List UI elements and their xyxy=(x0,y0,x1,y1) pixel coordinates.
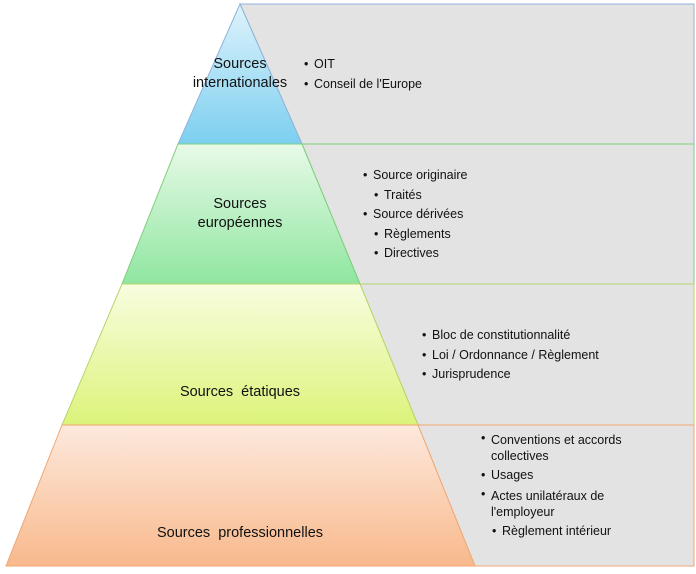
tier-label-line: Sources xyxy=(213,196,267,212)
list-item: Conseil de l'Europe xyxy=(304,75,474,95)
list-professionnelles: Conventions et accords collectives Usage… xyxy=(481,430,649,541)
list-item-sub: Traités xyxy=(374,186,523,206)
list-item: Usages xyxy=(481,466,649,486)
list-internationales: OIT Conseil de l'Europe xyxy=(304,55,474,94)
list-item: Loi / Ordonnance / Règlement xyxy=(422,346,662,366)
tier-label-professionnelles: Sources professionnelles xyxy=(120,486,360,562)
tier-professionnelles xyxy=(5,424,476,567)
tier-label-internationales: Sources internationales xyxy=(170,55,310,93)
list-etatiques: Bloc de constitutionnalité Loi / Ordonna… xyxy=(422,326,662,385)
tier-label-europeennes: Sources européennes xyxy=(160,195,320,233)
list-item: Source dérivées xyxy=(363,205,523,225)
list-item: Bloc de constitutionnalité xyxy=(422,326,662,346)
list-item-sub: Règlements xyxy=(374,225,523,245)
list-item: OIT xyxy=(304,55,474,75)
tier-label-etatiques: Sources étatiques xyxy=(140,345,340,421)
list-item: Source originaire xyxy=(363,166,523,186)
list-item-sub: Directives xyxy=(374,244,523,264)
list-item-sub: Règlement intérieur xyxy=(492,522,649,542)
tier-label-line: européennes xyxy=(197,215,283,231)
list-europeennes: Source originaire Traités Source dérivée… xyxy=(363,166,523,264)
list-item: Jurisprudence xyxy=(422,365,662,385)
list-item: Actes unilatéraux de l'employeur xyxy=(481,486,649,522)
tier-label-line: Sources étatiques xyxy=(179,384,301,400)
list-item: Conventions et accords collectives xyxy=(481,430,649,466)
tier-label-line: internationales xyxy=(192,75,288,91)
tier-label-line: Sources professionnelles xyxy=(156,525,324,541)
tier-label-line: Sources xyxy=(213,56,267,72)
